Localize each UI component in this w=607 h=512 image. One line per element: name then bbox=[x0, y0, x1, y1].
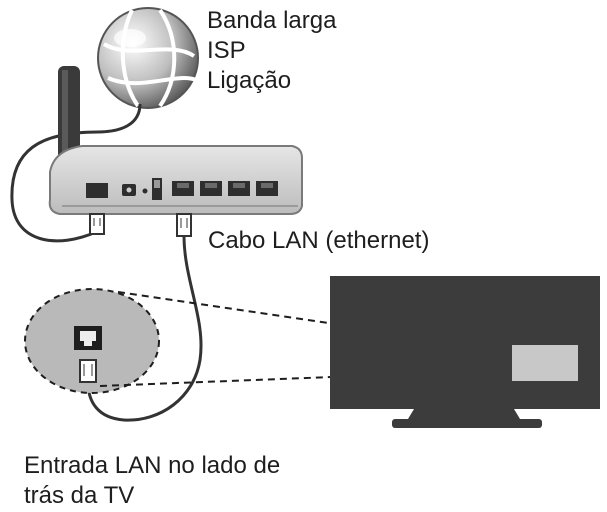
lan-cable-label: Cabo LAN (ethernet) bbox=[208, 227, 430, 254]
wan-plug-icon bbox=[89, 213, 105, 235]
lan-cable bbox=[86, 235, 203, 422]
globe-icon bbox=[97, 7, 199, 109]
broadband-label-line-3: Ligação bbox=[207, 67, 292, 94]
broadband-label-line-1: Banda larga bbox=[207, 7, 337, 34]
router-icon bbox=[48, 145, 303, 215]
wan-cable bbox=[10, 103, 142, 243]
zoom-guide-line-bottom bbox=[99, 369, 513, 387]
tv-port-label-line-1: Entrada LAN no lado de bbox=[24, 452, 281, 479]
zoom-guide-line-top bbox=[117, 291, 513, 351]
broadband-isp-label: Banda larga ISP Ligação bbox=[207, 6, 336, 96]
broadband-label-line-2: ISP bbox=[207, 37, 246, 64]
tv-lan-port-label: Entrada LAN no lado de trás da TV bbox=[24, 451, 280, 511]
tv-port-label-line-2: trás da TV bbox=[24, 482, 135, 509]
tv-icon bbox=[330, 276, 600, 428]
lan-plug-icon bbox=[176, 213, 192, 237]
tv-port-zoom-circle bbox=[24, 288, 160, 394]
